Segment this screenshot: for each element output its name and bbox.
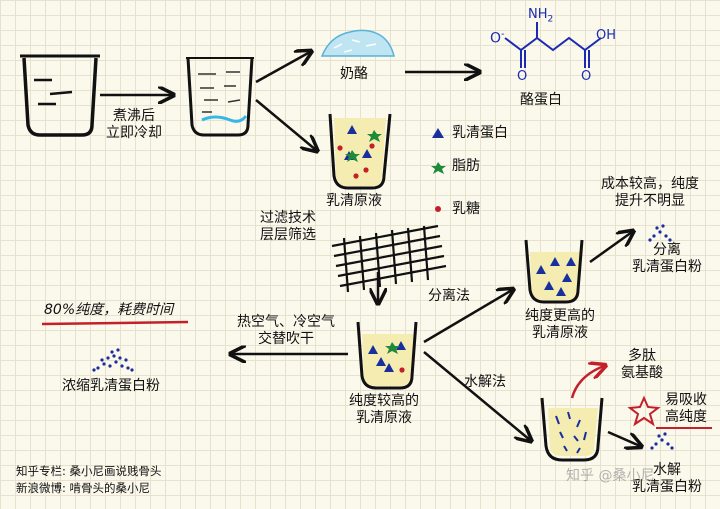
- credit-zhihu: 知乎专栏: 桑小尼画说贱骨头: [16, 464, 162, 478]
- filter-mesh-icon: [331, 224, 447, 293]
- hydrolyzed-beaker: [540, 397, 604, 462]
- casein-pile-icon: [320, 29, 395, 57]
- arrow-to-whey: [255, 99, 316, 150]
- legend-fat: 脂肪: [452, 158, 480, 174]
- molecule-charge: O-: [490, 29, 505, 47]
- drying-label: 热空气、冷空气交替吹干: [237, 314, 335, 347]
- boiled-milk-beaker: [186, 57, 254, 137]
- separated-beaker: [524, 239, 584, 304]
- credit-weibo: 新浪微博: 啃骨头的桑小尼: [16, 481, 151, 495]
- isolate-powder-label: 分离乳清蛋白粉: [632, 242, 702, 275]
- highest-purity-label: 纯度更高的乳清原液: [525, 308, 595, 341]
- legend-whey-protein: 乳清蛋白: [452, 125, 508, 141]
- legend-dot-icon: [435, 206, 441, 212]
- legend-lactose: 乳糖: [452, 201, 480, 217]
- watermark: 知乎 @桑小尼: [566, 468, 655, 484]
- arrow-separation: [423, 290, 512, 344]
- legend-star-icon: [431, 162, 446, 174]
- higher-purity-label: 纯度较高的乳清原液: [349, 393, 419, 426]
- hydrolyzed-powder-label: 水解乳清蛋白粉: [632, 462, 702, 495]
- hydrolyzed-powder-icon: [650, 432, 674, 450]
- red-star-icon: [627, 395, 661, 427]
- concentrate-powder-icon: [92, 348, 134, 372]
- boil-cool-label: 煮沸后立即冷却: [106, 108, 162, 141]
- molecule-carbonyl-left: O: [517, 69, 528, 84]
- legend-triangle-icon: [432, 128, 444, 138]
- arrow-to-hydrolyzed-powder: [607, 430, 640, 446]
- whey-liquid-label: 乳清原液: [326, 193, 382, 209]
- filter-label: 过滤技术层层筛选: [260, 210, 316, 243]
- red-arrow-peptides: [570, 366, 604, 399]
- concentrate-powder-label: 浓缩乳清蛋白粉: [62, 378, 160, 394]
- molecule-amine: NH2: [528, 7, 554, 25]
- molecule-acid: OH: [596, 28, 617, 43]
- separation-method-label: 分离法: [428, 288, 470, 304]
- glutamate-molecule-icon: [504, 22, 602, 68]
- arrow-to-casein: [255, 52, 310, 84]
- concentrate-note: 80%纯度，耗费时间: [44, 302, 174, 318]
- casein-label: 奶酪: [340, 66, 368, 82]
- milk-beaker: [20, 54, 100, 137]
- arrow-to-isolate: [589, 232, 632, 264]
- peptides-label: 多肽氨基酸: [621, 348, 663, 381]
- hydrolysis-note: 易吸收高纯度: [665, 392, 707, 425]
- whey-beaker: [328, 113, 392, 190]
- higher-purity-beaker: [356, 321, 418, 390]
- casein-protein-label: 酪蛋白: [520, 92, 562, 108]
- hydrolysis-method-label: 水解法: [464, 374, 506, 390]
- red-underline: [41, 320, 189, 326]
- isolate-powder-icon: [648, 224, 672, 242]
- molecule-carbonyl-right: O: [581, 69, 592, 84]
- separation-note: 成本较高，纯度提升不明显: [601, 176, 699, 209]
- arrow-hydrolysis: [423, 351, 530, 440]
